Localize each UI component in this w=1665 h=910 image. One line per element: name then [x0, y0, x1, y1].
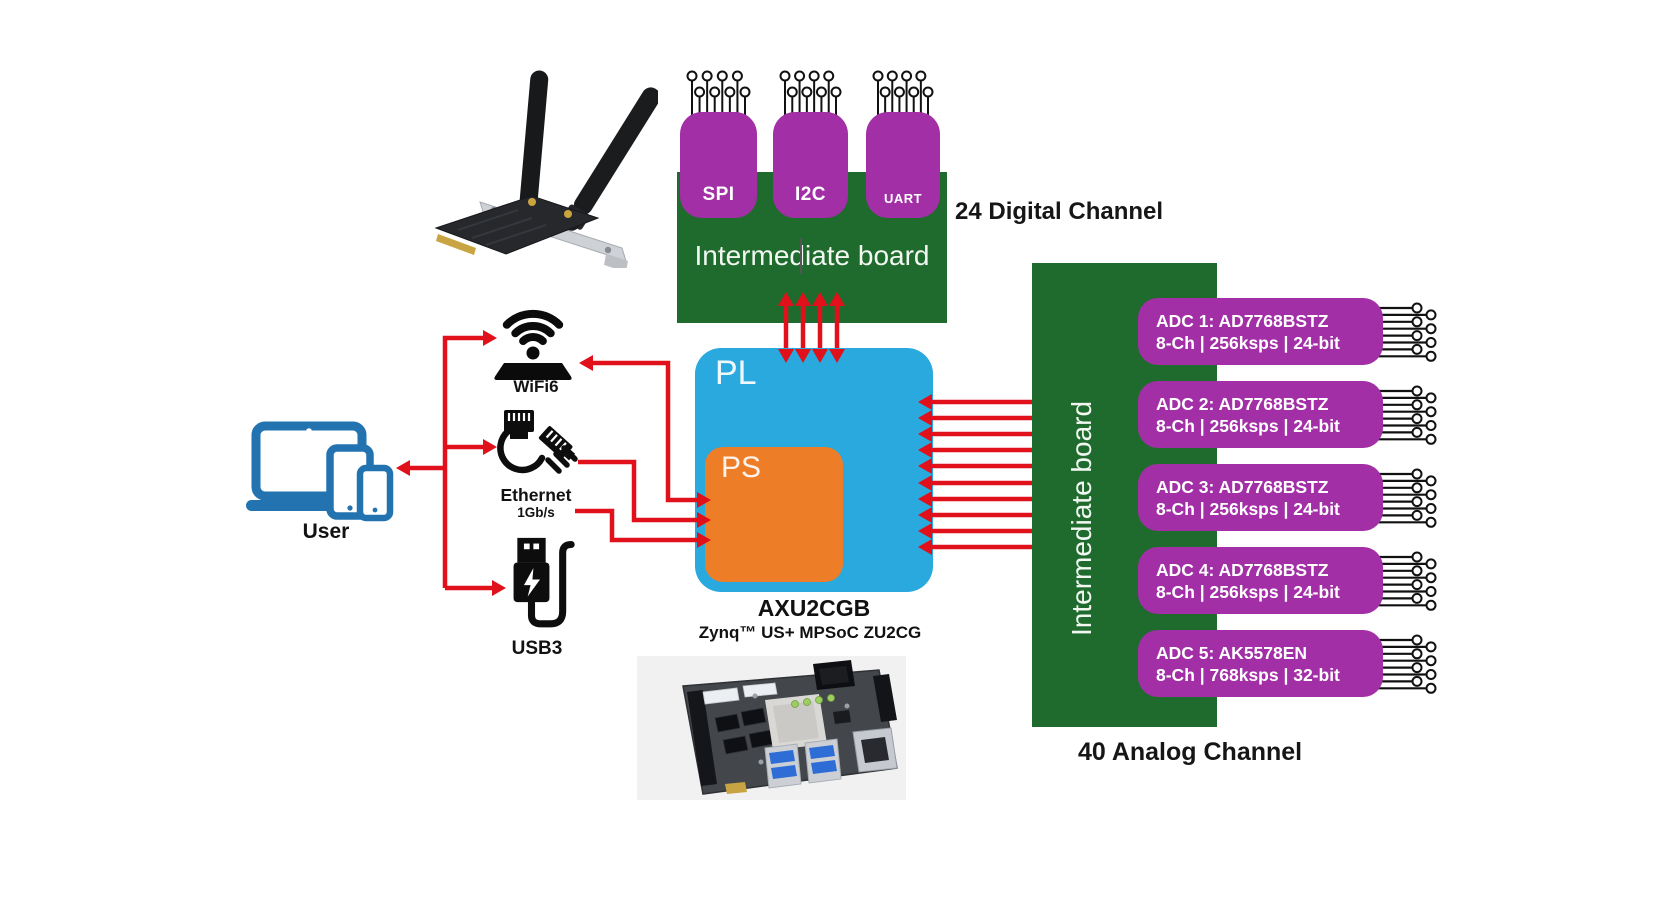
- digital-channel-caption: 24 Digital Channel: [955, 198, 1164, 225]
- adc1-block: ADC 1: AD7768BSTZ 8-Ch | 256ksps | 24-bi…: [1138, 298, 1383, 365]
- user-devices-icon: [246, 421, 394, 522]
- soc-subtitle: Zynq™ US+ MPSoC ZU2CG: [698, 623, 922, 642]
- red-connection-line: [593, 360, 697, 503]
- adc-pin-fan: [1375, 468, 1437, 528]
- digital-board-label: Intermediate board: [694, 240, 930, 271]
- pl-label: PL: [715, 354, 757, 392]
- pcb: [434, 195, 600, 255]
- usb-icon: [513, 537, 575, 628]
- ethernet-speed-label: 1Gb/s: [517, 505, 555, 520]
- uart-connector: UART: [866, 112, 940, 218]
- adc1-title: ADC 1: AD7768BSTZ: [1156, 310, 1329, 331]
- adc-pin-fan: [1375, 551, 1437, 611]
- arrowhead: [396, 460, 410, 476]
- adc2-spec: 8-Ch | 256ksps | 24-bit: [1156, 415, 1340, 436]
- usb-ports: [764, 743, 802, 789]
- analog-channel-caption: 40 Analog Channel: [1078, 738, 1303, 766]
- adc3-block: ADC 3: AD7768BSTZ 8-Ch | 256ksps | 24-bi…: [1138, 464, 1383, 531]
- spi-label: SPI: [702, 184, 735, 205]
- adc-pin-fan: [1375, 385, 1437, 445]
- text-caret: [800, 238, 802, 274]
- adc4-spec: 8-Ch | 256ksps | 24-bit: [1156, 581, 1340, 602]
- adc-pin-fan: [1375, 634, 1437, 694]
- spi-connector: SPI: [680, 112, 757, 218]
- i2c-connector: I2C: [773, 112, 848, 218]
- wifi-label: WiFi6: [513, 377, 559, 396]
- ethernet-icon: [497, 410, 578, 474]
- adc3-spec: 8-Ch | 256ksps | 24-bit: [1156, 498, 1340, 519]
- arrowhead: [579, 355, 593, 371]
- uart-label: UART: [883, 191, 923, 206]
- dev-board-photo: [637, 656, 906, 800]
- adc2-block: ADC 2: AD7768BSTZ 8-Ch | 256ksps | 24-bi…: [1138, 381, 1383, 448]
- adc5-block: ADC 5: AK5578EN 8-Ch | 768ksps | 32-bit: [1138, 630, 1383, 697]
- ethernet-label: Ethernet: [500, 485, 572, 505]
- i2c-label: I2C: [794, 184, 827, 205]
- user-label: User: [302, 520, 350, 543]
- wifi-icon: [494, 309, 572, 380]
- adc5-title: ADC 5: AK5578EN: [1156, 642, 1308, 663]
- usb-label: USB3: [511, 638, 563, 659]
- soc-name: AXU2CGB: [757, 595, 871, 621]
- adc2-title: ADC 2: AD7768BSTZ: [1156, 393, 1329, 414]
- adc3-title: ADC 3: AD7768BSTZ: [1156, 476, 1329, 497]
- red-connection-line: [442, 335, 483, 588]
- adc5-spec: 8-Ch | 768ksps | 32-bit: [1156, 664, 1340, 685]
- analog-board-label: Intermediate board: [1066, 400, 1097, 636]
- adc4-title: ADC 4: AD7768BSTZ: [1156, 559, 1329, 580]
- wifi-pcie-card-photo: [434, 70, 658, 268]
- adc-pin-fan: [1375, 302, 1437, 362]
- red-connection-line: [578, 459, 697, 523]
- adc4-block: ADC 4: AD7768BSTZ 8-Ch | 256ksps | 24-bi…: [1138, 547, 1383, 614]
- phone-icon: [356, 464, 394, 522]
- ps-block: PS: [705, 447, 843, 582]
- ps-label: PS: [721, 451, 762, 484]
- adc1-spec: 8-Ch | 256ksps | 24-bit: [1156, 332, 1340, 353]
- red-connection-line: [575, 508, 697, 543]
